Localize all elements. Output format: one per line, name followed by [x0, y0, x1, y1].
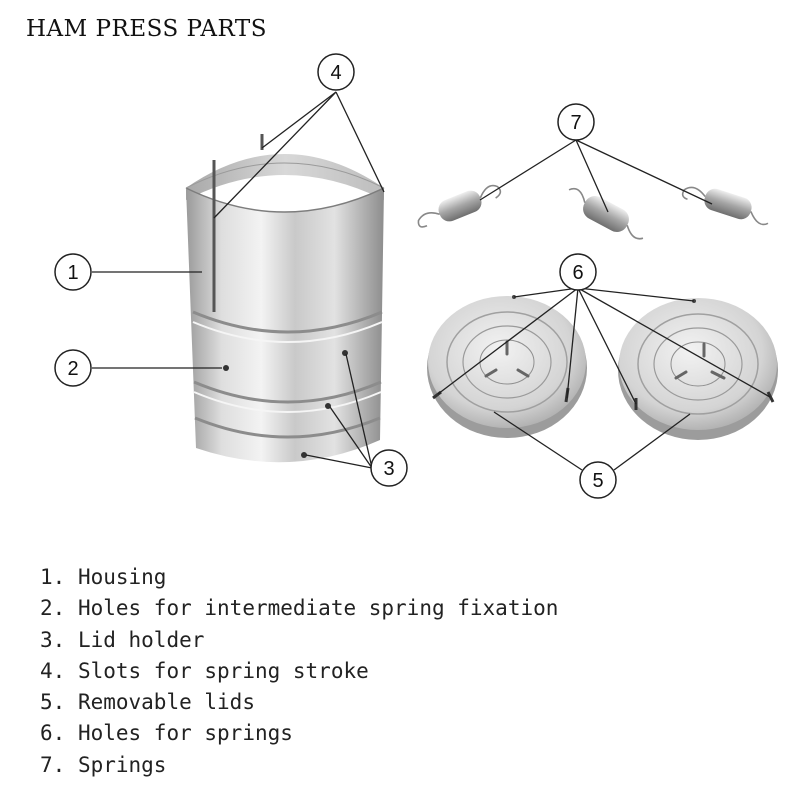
- svg-text:2: 2: [67, 358, 78, 380]
- legend-label: Lid holder: [77, 627, 205, 652]
- callout-5: 5: [579, 461, 617, 499]
- svg-text:4: 4: [330, 62, 341, 84]
- legend-label: Slots for spring stroke: [77, 658, 369, 683]
- spring-left: [417, 184, 502, 228]
- callout-1: 1: [54, 253, 92, 291]
- legend-item: 5. Removable lids: [40, 687, 558, 718]
- svg-text:6: 6: [572, 262, 583, 284]
- callout-3: 3: [370, 449, 408, 487]
- parts-legend: 1. Housing 2. Holes for intermediate spr…: [40, 562, 558, 781]
- housing-cylinder: [185, 134, 385, 463]
- callout-2: 2: [54, 349, 92, 387]
- legend-number: 4.: [40, 658, 66, 683]
- page-title: HAM PRESS PARTS: [26, 16, 268, 42]
- legend-number: 1.: [40, 565, 66, 589]
- legend-number: 5.: [40, 690, 66, 715]
- svg-text:3: 3: [383, 458, 394, 480]
- legend-label: Holes for intermediate spring fixation: [77, 596, 559, 621]
- legend-item: 6. Holes for springs: [40, 718, 558, 749]
- legend-label: Holes for springs: [77, 721, 293, 746]
- legend-label: Housing: [77, 565, 167, 589]
- lid-right: [618, 298, 778, 440]
- callout-4: 4: [317, 53, 355, 91]
- legend-item: 4. Slots for spring stroke: [40, 656, 558, 687]
- leader-lines: [92, 91, 771, 471]
- lid-left: [427, 295, 587, 438]
- legend-item: 1. Housing: [40, 562, 558, 593]
- springs: [417, 184, 769, 240]
- svg-text:1: 1: [67, 262, 78, 284]
- legend-number: 7.: [40, 752, 66, 777]
- callout-7: 7: [557, 103, 595, 141]
- spring-right: [681, 186, 769, 226]
- legend-item: 7. Springs: [40, 750, 558, 781]
- legend-item: 2. Holes for intermediate spring fixatio…: [40, 593, 558, 624]
- spring-middle: [568, 187, 644, 240]
- svg-text:7: 7: [570, 112, 581, 134]
- legend-label: Springs: [77, 752, 167, 777]
- legend-number: 2.: [40, 596, 66, 621]
- parts-illustration: 1 2 3 4 5 6 7: [54, 53, 778, 499]
- callout-6: 6: [559, 253, 597, 291]
- legend-number: 6.: [40, 721, 66, 746]
- legend-item: 3. Lid holder: [40, 625, 558, 656]
- legend-number: 3.: [40, 627, 66, 652]
- svg-text:5: 5: [592, 470, 603, 492]
- legend-label: Removable lids: [77, 690, 255, 715]
